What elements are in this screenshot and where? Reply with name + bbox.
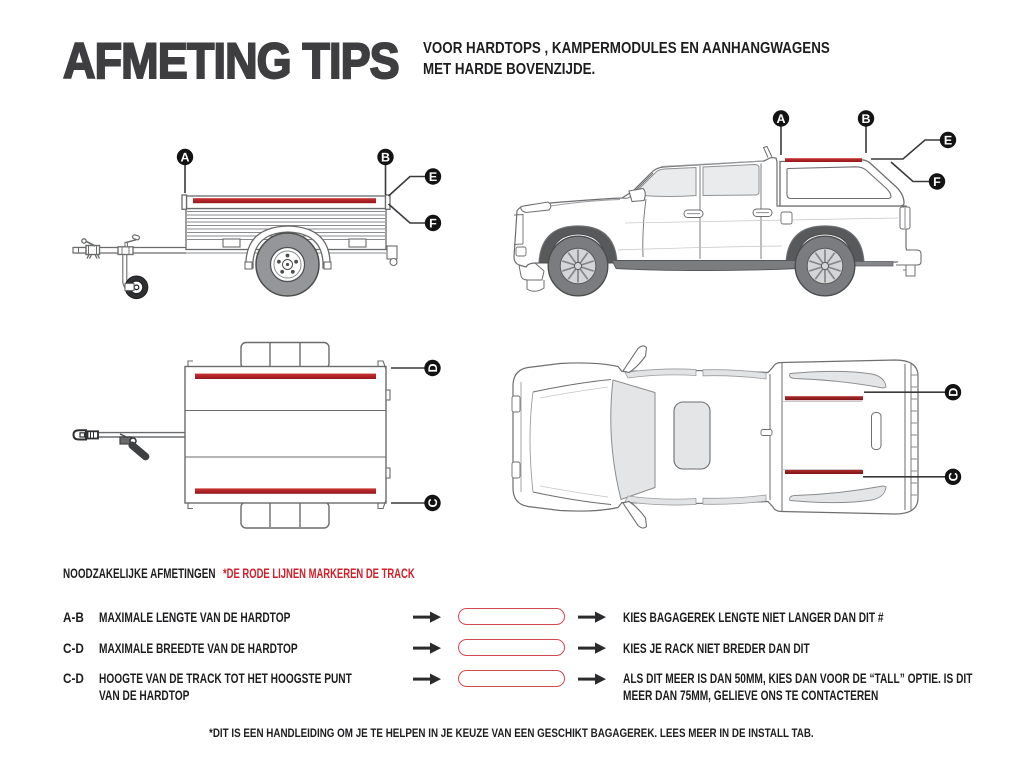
svg-text:F: F — [429, 217, 437, 231]
svg-text:D: D — [947, 388, 961, 397]
svg-text:C: C — [426, 498, 440, 507]
svg-text:D: D — [426, 363, 440, 372]
svg-text:C: C — [947, 472, 961, 481]
svg-text:A: A — [776, 112, 785, 126]
svg-text:B: B — [381, 151, 390, 165]
svg-text:E: E — [944, 134, 952, 148]
svg-text:B: B — [861, 112, 870, 126]
svg-text:A: A — [180, 151, 189, 165]
svg-text:E: E — [429, 170, 437, 184]
svg-text:F: F — [933, 175, 941, 189]
